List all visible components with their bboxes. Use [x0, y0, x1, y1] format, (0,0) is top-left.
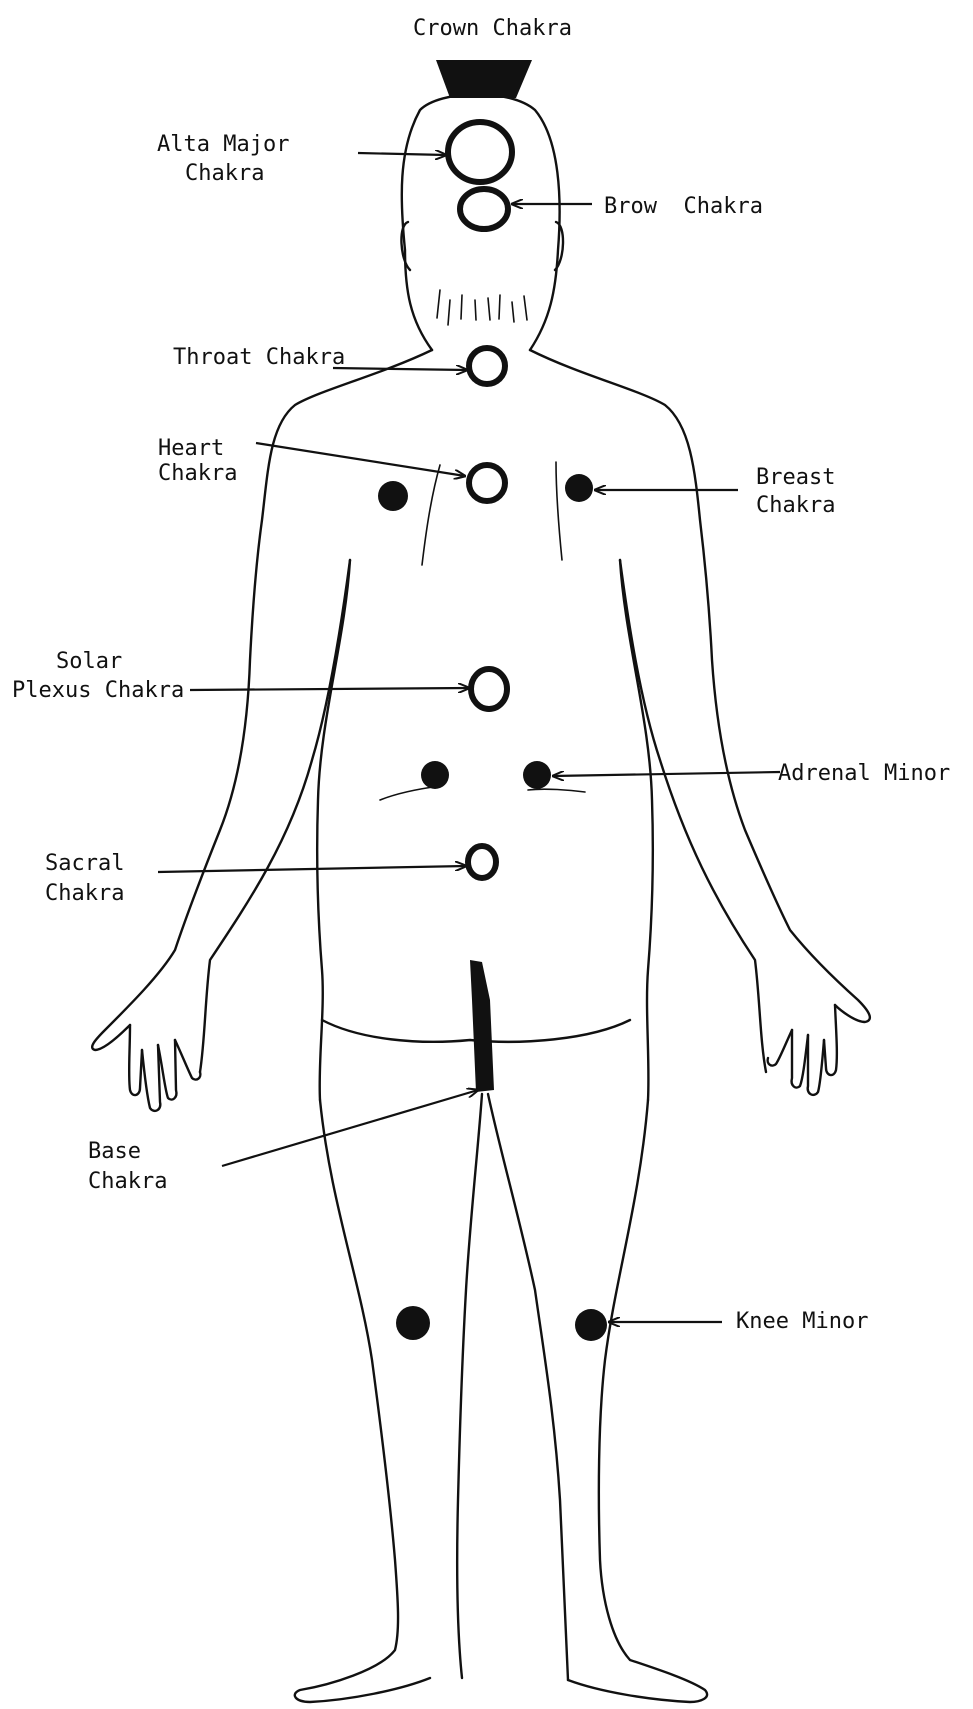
- base-label-line1: Base: [88, 1139, 141, 1164]
- right-waist-curve: [528, 789, 585, 792]
- right-knee-minor-marker: [575, 1309, 607, 1341]
- sacral-label-line2: Chakra: [45, 881, 124, 906]
- gluteal-cleft: [470, 960, 494, 1092]
- right-leg-outer: [568, 1100, 707, 1702]
- left-leg-outer: [295, 1100, 430, 1702]
- right-hand: [768, 1005, 837, 1095]
- heart-chakra-marker: [469, 465, 505, 501]
- right-torso-side: [620, 560, 653, 1100]
- right-breast-chakra-marker: [565, 474, 593, 502]
- head-outline: [402, 94, 560, 350]
- sacral-label-line1: Sacral: [45, 851, 124, 876]
- left-inner-arm: [200, 560, 350, 1072]
- adrenal-arrow: [553, 772, 780, 776]
- knee-minor-label: Knee Minor: [736, 1309, 868, 1334]
- right-shoulder-arm: [530, 350, 870, 1022]
- throat-chakra-marker: [469, 348, 505, 384]
- brow-chakra-label: Brow Chakra: [604, 194, 763, 219]
- solar-label-line2: Plexus Chakra: [12, 678, 184, 703]
- left-breast-chakra-marker: [378, 481, 408, 511]
- right-leg-inner: [488, 1094, 568, 1680]
- heart-label-line1: Heart: [158, 436, 224, 461]
- sacral-chakra-marker: [468, 846, 496, 878]
- alta-major-arrow: [358, 153, 446, 155]
- alta-major-label-line2: Chakra: [185, 161, 264, 186]
- solar-plexus-chakra-marker: [471, 669, 507, 709]
- heart-label-line2: Chakra: [158, 461, 237, 486]
- left-shoulder-blade: [422, 465, 440, 565]
- right-adrenal-minor-marker: [523, 761, 551, 789]
- body-outline: [92, 94, 870, 1702]
- brow-chakra-marker: [460, 189, 508, 229]
- chakra-markers: [378, 60, 607, 1341]
- alta-major-label-line1: Alta Major: [157, 132, 289, 157]
- throat-chakra-label: Throat Chakra: [173, 345, 345, 370]
- right-inner-arm: [620, 560, 766, 1072]
- adrenal-minor-label: Adrenal Minor: [778, 761, 950, 786]
- left-adrenal-minor-marker: [421, 761, 449, 789]
- label-arrows: [158, 153, 780, 1322]
- base-arrow: [222, 1090, 478, 1166]
- solar-plexus-arrow: [190, 688, 469, 690]
- left-hand: [129, 1025, 200, 1111]
- crown-chakra-label: Crown Chakra: [413, 16, 572, 41]
- chakra-labels: Crown Chakra Alta Major Chakra Brow Chak…: [12, 16, 950, 1334]
- right-shoulder-blade: [556, 462, 562, 560]
- solar-label-line1: Solar: [56, 649, 122, 674]
- heart-arrow: [256, 443, 465, 476]
- alta-major-chakra-marker: [448, 122, 512, 182]
- breast-label-line2: Chakra: [756, 493, 835, 518]
- left-knee-minor-marker: [396, 1306, 430, 1340]
- left-leg-inner: [457, 1094, 482, 1678]
- neck-hair: [437, 290, 527, 325]
- crown-chakra-marker: [436, 60, 532, 98]
- breast-label-line1: Breast: [756, 465, 835, 490]
- throat-arrow: [333, 368, 467, 370]
- base-label-line2: Chakra: [88, 1169, 167, 1194]
